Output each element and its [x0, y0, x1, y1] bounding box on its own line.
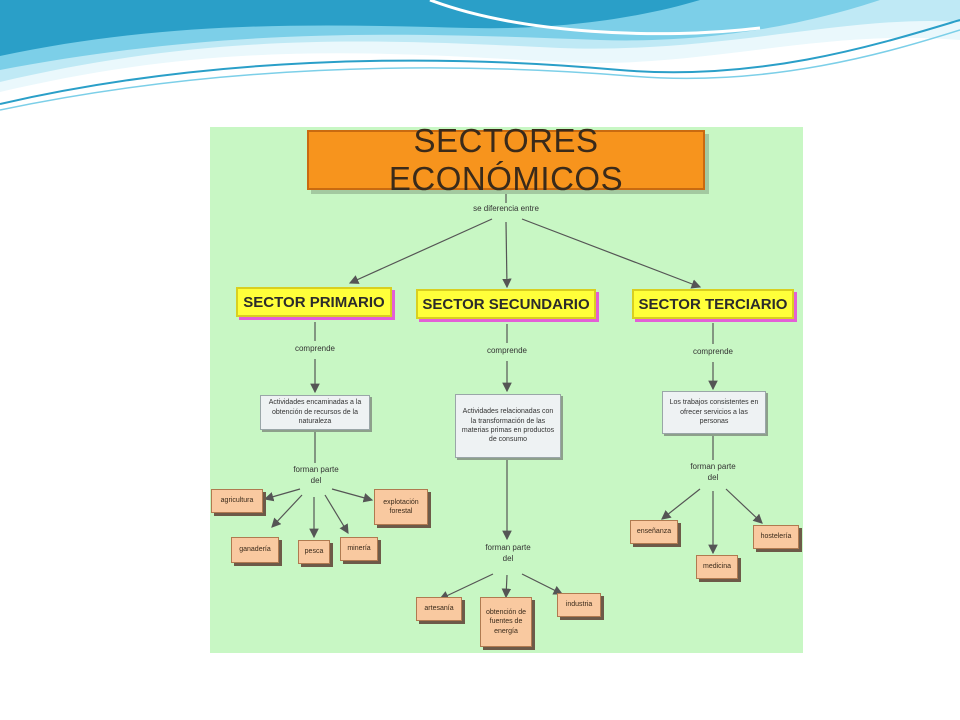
terciario-item-ensenanza: enseñanza — [630, 520, 678, 544]
secundario-link2-label: forman parte del — [468, 543, 548, 565]
top-link-label: se diferencia entre — [458, 204, 554, 215]
terciario-link2-line2: del — [707, 472, 719, 482]
header-wave-decoration — [0, 0, 960, 111]
sector-secundario: SECTOR SECUNDARIO — [416, 289, 596, 319]
secundario-link2-line2: del — [502, 553, 514, 563]
primario-item-ganaderia: ganadería — [231, 537, 279, 563]
primario-item-agricultura: agricultura — [211, 489, 263, 513]
secundario-link2-line1: forman parte — [485, 543, 531, 552]
primario-description: Actividades encaminadas a la obtención d… — [260, 395, 370, 430]
primario-link2-line1: forman parte — [293, 465, 339, 474]
terciario-link2-label: forman parte del — [673, 462, 753, 484]
primario-item-explotacion-forestal: explotación forestal — [374, 489, 428, 525]
primario-item-mineria: minería — [340, 537, 378, 561]
secundario-item-artesania: artesanía — [416, 597, 462, 621]
concept-map-image: SECTORES ECONÓMICOS se diferencia entre … — [210, 127, 803, 653]
connector-lines — [263, 190, 763, 600]
primario-link-label: comprende — [280, 344, 350, 355]
sector-primario: SECTOR PRIMARIO — [236, 287, 392, 317]
secundario-item-obtencion-energia: obtención de fuentes de energía — [480, 597, 532, 647]
primario-link2-line2: del — [310, 475, 322, 485]
secundario-item-industria: industria — [557, 593, 601, 617]
map-title: SECTORES ECONÓMICOS — [307, 127, 705, 197]
terciario-item-hosteleria: hostelería — [753, 525, 799, 549]
terciario-link2-line1: forman parte — [690, 462, 736, 471]
terciario-description: Los trabajos consistentes en ofrecer ser… — [662, 391, 766, 434]
sector-terciario: SECTOR TERCIARIO — [632, 289, 794, 319]
secundario-description: Actividades relacionadas con la transfor… — [455, 394, 561, 458]
terciario-item-medicina: medicina — [696, 555, 738, 579]
primario-link2-label: forman parte del — [276, 465, 356, 487]
primario-item-pesca: pesca — [298, 540, 330, 564]
terciario-link-label: comprende — [678, 347, 748, 358]
secundario-link-label: comprende — [472, 346, 542, 357]
